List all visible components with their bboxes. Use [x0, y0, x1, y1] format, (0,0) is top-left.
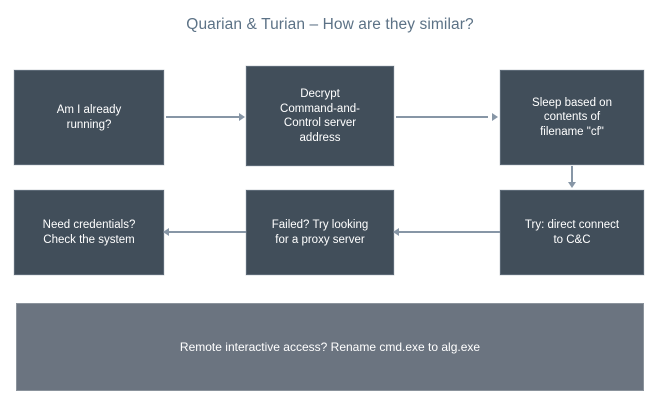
page-title: Quarian & Turian – How are they similar?: [186, 16, 474, 33]
flow-node-label: Need credentials? Check the system: [42, 219, 136, 246]
connector-running-to-decrypt: [166, 116, 240, 118]
arrow-left-icon: [163, 228, 169, 236]
flow-node-try-direct-connect[interactable]: Try: direct connect to C&C: [500, 190, 644, 275]
flow-banner-remote-interactive-access[interactable]: Remote interactive access? Rename cmd.ex…: [16, 303, 644, 391]
flow-node-label: Try: direct connect to C&C: [524, 219, 620, 246]
arrow-down-icon: [568, 182, 576, 188]
connector-direct-connect-to-proxy: [398, 231, 500, 233]
arrow-right-icon: [492, 113, 498, 121]
connector-proxy-to-credentials: [168, 231, 246, 233]
flow-node-label: Am I already running?: [56, 104, 122, 131]
flow-banner-label: Remote interactive access? Rename cmd.ex…: [179, 340, 481, 354]
flow-node-am-i-already-running[interactable]: Am I already running?: [14, 70, 164, 165]
connector-decrypt-to-sleep: [396, 116, 488, 118]
flow-node-label: Sleep based on contents of filename "cf": [532, 96, 612, 138]
flow-node-need-credentials[interactable]: Need credentials? Check the system: [14, 190, 164, 275]
flow-node-decrypt-c2-address[interactable]: Decrypt Command-and- Control server addr…: [246, 66, 394, 166]
arrow-left-icon: [393, 228, 399, 236]
connector-sleep-to-direct-connect: [571, 166, 573, 184]
flow-node-label: Decrypt Command-and- Control server addr…: [280, 88, 360, 144]
arrow-right-icon: [239, 113, 245, 121]
flow-node-sleep-based-on-cf[interactable]: Sleep based on contents of filename "cf": [500, 70, 644, 165]
flow-node-label: Failed? Try looking for a proxy server: [271, 219, 369, 246]
flow-node-failed-try-proxy[interactable]: Failed? Try looking for a proxy server: [246, 190, 394, 275]
